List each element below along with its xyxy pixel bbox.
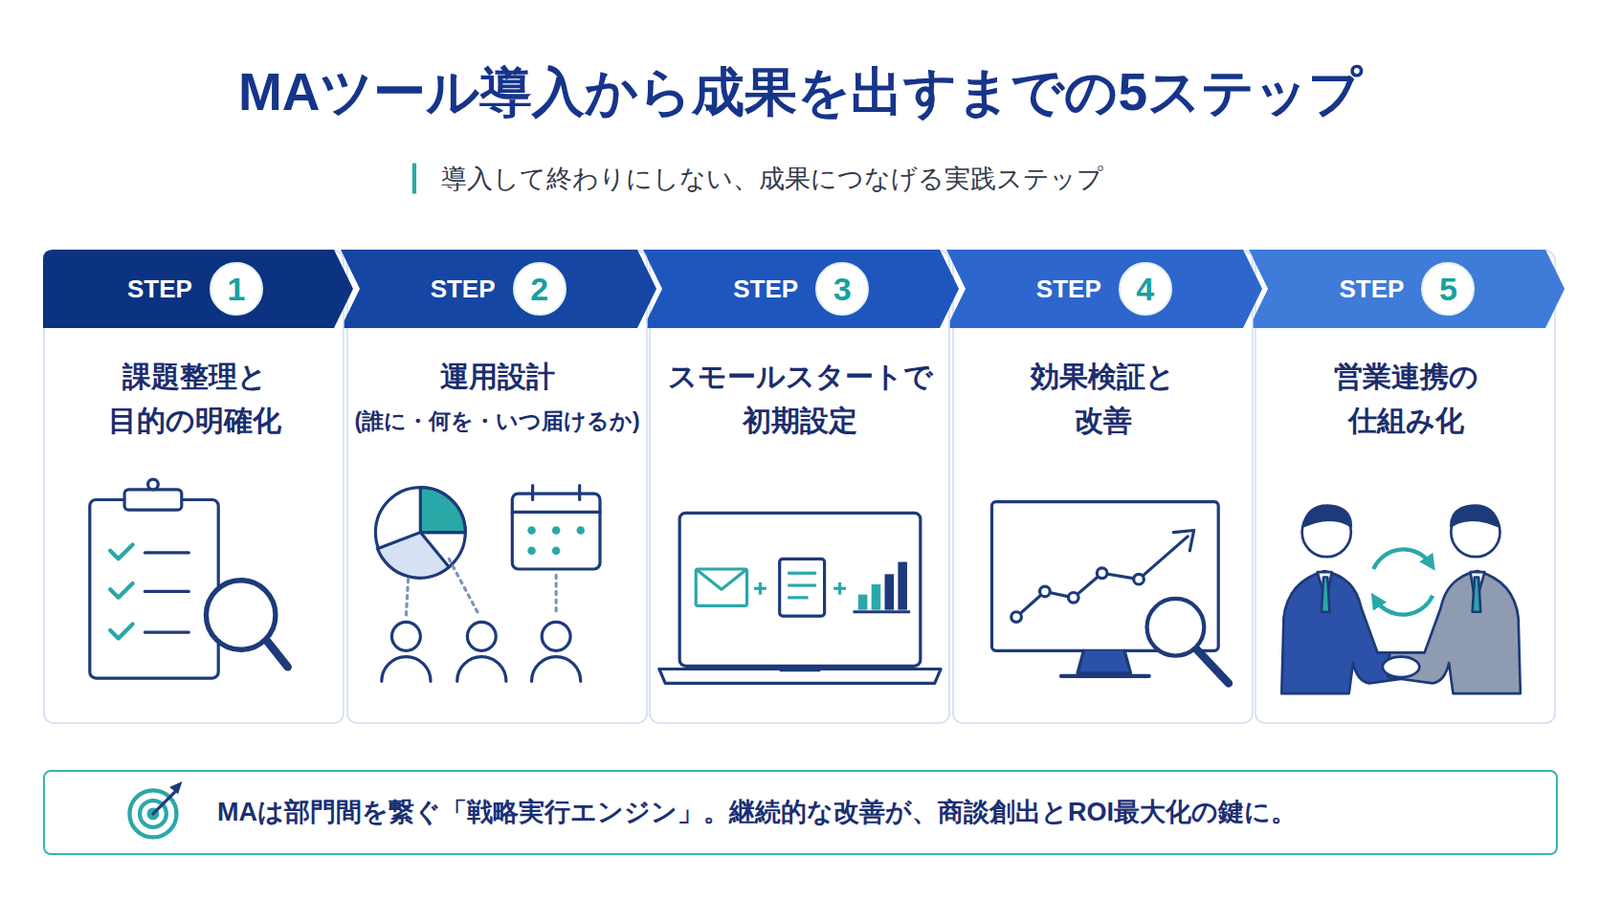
target-icon-part [139, 800, 167, 828]
target-icon [129, 783, 180, 839]
step-chevron [946, 249, 1263, 329]
step-number-badge: 3 [815, 262, 869, 316]
target-icon-part [129, 790, 177, 838]
step-title: 運用設計 [354, 355, 642, 400]
step-title: 課題整理と 目的の明確化 [50, 355, 338, 444]
step-chevron [340, 249, 657, 329]
subtitle-bar [412, 163, 417, 195]
step-title: 効果検証と 改善 [959, 355, 1247, 444]
step-number: 3 [817, 264, 867, 314]
step-title: スモールスタートで 初期設定 [656, 355, 944, 444]
step-number: 2 [514, 264, 565, 314]
step-card: 5STEP 営業連携の 仕組み化 [1254, 249, 1557, 725]
subtitle-bar-part [412, 163, 417, 195]
card-shape [43, 249, 346, 725]
step-label: STEP [1021, 272, 1117, 306]
step-title: 営業連携の 仕組み化 [1262, 355, 1550, 444]
step-number: 4 [1120, 264, 1171, 314]
step-label: STEP [717, 272, 814, 306]
step-card: 1STEP 課題整理と 目的の明確化 [43, 249, 346, 725]
target-icon-part [153, 790, 178, 815]
step-label: STEP [415, 272, 512, 306]
target-icon-part [171, 783, 181, 794]
step-label: STEP [1323, 272, 1420, 306]
step-chevron [1248, 249, 1565, 329]
card-shape [346, 249, 649, 725]
card-shape [648, 249, 952, 725]
diagram-title: MAツール導入から成果を出すまでの5ステップ [0, 53, 1600, 131]
summary-banner: MAは部門間を繋ぐ「戦略実行エンジン」。継続的な改善が、商談創出とROI最大化の… [43, 770, 1558, 856]
step-chevron [643, 249, 959, 329]
step-number-badge: 1 [209, 262, 264, 316]
card-shape [952, 249, 1255, 725]
card-shape [1254, 249, 1557, 725]
step-number-badge: 2 [512, 262, 567, 316]
step-subtitle: (誰に・何を・いつ届けるか) [336, 404, 659, 438]
step-card: 2STEP運用設計(誰に・何を・いつ届けるか) [346, 249, 649, 725]
step-card: 4STEP 効果検証と 改善 [952, 249, 1255, 725]
target-icon-part [149, 810, 158, 820]
step-chevron [43, 249, 354, 329]
summary-text: MAは部門間を繋ぐ「戦略実行エンジン」。継続的な改善が、商談創出とROI最大化の… [217, 772, 1297, 854]
subtitle-label: 導入して終わりにしない、成果につなげる実践ステップ [441, 160, 1104, 198]
step-number-badge: 4 [1118, 262, 1173, 316]
step-number-badge: 5 [1421, 262, 1475, 316]
step-label: STEP [111, 272, 208, 306]
step-number: 5 [1422, 264, 1473, 314]
step-number: 1 [211, 264, 262, 314]
step-card: 3STEP スモールスタートで 初期設定 [648, 249, 952, 725]
